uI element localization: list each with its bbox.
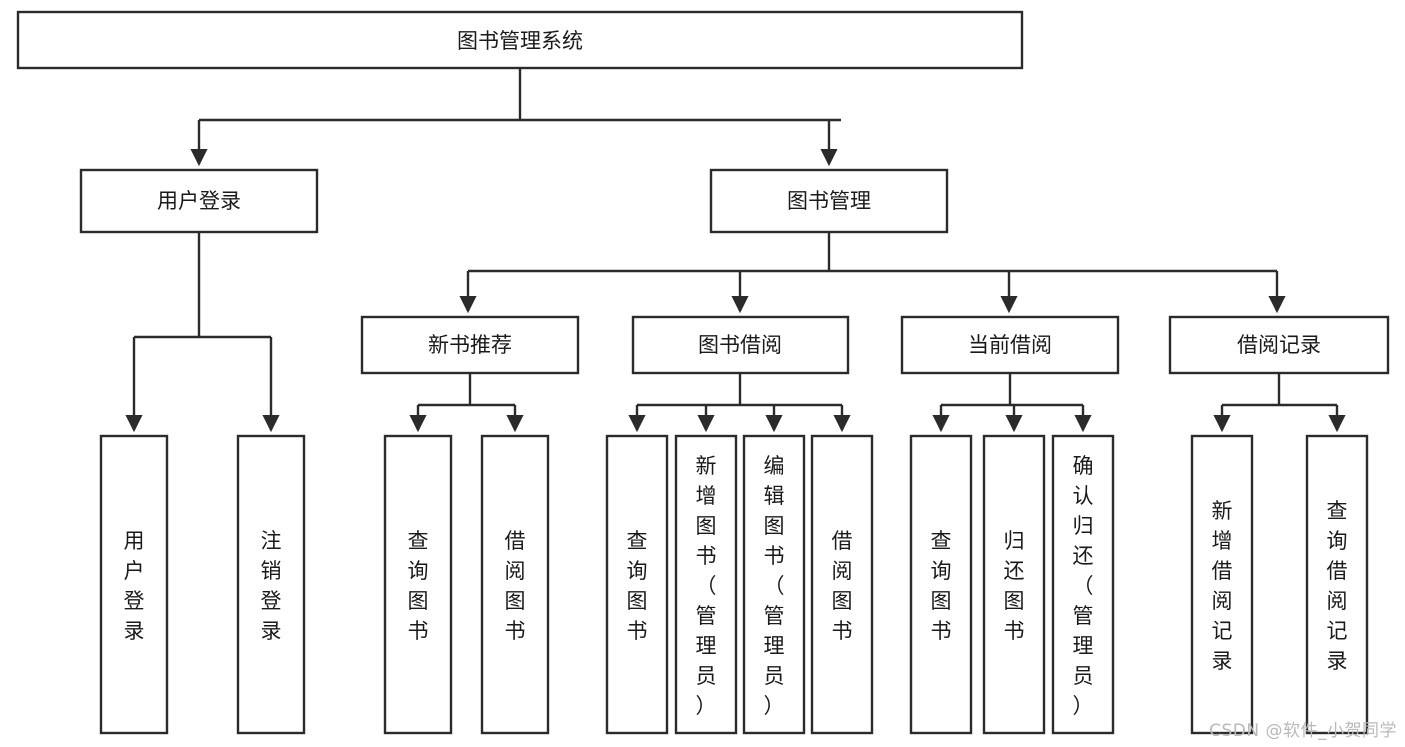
node-book-manage-box[interactable] [709,168,949,234]
leaf-query-record-label: 查询借阅记录 [1327,499,1348,673]
node-new-book-recommend-label: 新书推荐 [428,333,512,357]
node-borrow-record[interactable]: 借阅记录 [1168,315,1390,375]
node-current-borrow[interactable]: 当前借阅 [900,315,1120,375]
leaf-borrow-book-rec-label: 借阅图书 [505,529,526,643]
node-user-login-box[interactable] [79,168,319,234]
leaf-add-record-label: 新增借阅记录 [1212,499,1233,673]
leaf-return-book-label: 归还图书 [1004,529,1025,643]
node-book-borrow-label: 图书借阅 [698,333,782,357]
leaf-logout[interactable]: 注销登录 [236,434,306,735]
leaf-add-book[interactable]: 新增图书（管理员） [674,434,738,735]
leaf-query-record-box[interactable] [1305,434,1369,735]
leaf-confirm-return-label: 确认归还（管理员） [1073,454,1094,718]
leaf-query-book-rec-label: 查询图书 [408,529,429,643]
node-current-borrow-label: 当前借阅 [968,333,1052,357]
connectors-layer [125,68,1346,433]
leaf-user-login-label: 用户登录 [124,529,145,643]
node-user-login[interactable]: 用户登录 [79,168,319,234]
node-new-book-recommend-box[interactable] [360,315,580,375]
leaf-query-book-rec-box[interactable] [383,434,453,735]
node-current-borrow-box[interactable] [900,315,1120,375]
node-user-login-label: 用户登录 [157,189,241,213]
leaf-borrow-book-box[interactable] [810,434,874,735]
leaf-edit-book[interactable]: 编辑图书（管理员） [742,434,806,735]
leaf-query-book-borrow[interactable]: 查询图书 [605,434,669,735]
leaf-query-book-rec[interactable]: 查询图书 [383,434,453,735]
leaf-edit-book-box[interactable] [742,434,806,735]
node-book-borrow[interactable]: 图书借阅 [631,315,850,375]
leaf-query-book-cur-box[interactable] [909,434,973,735]
leaf-query-record[interactable]: 查询借阅记录 [1305,434,1369,735]
leaf-confirm-return-box[interactable] [1051,434,1115,735]
node-root[interactable]: 图书管理系统 [16,10,1024,70]
leaf-return-book-box[interactable] [982,434,1046,735]
leaf-nodes-layer: 用户登录 注销登录 查询图书 借阅图书 查询图书 新增图书（管理员） 编辑图书（管理员） 借阅… [99,434,1369,735]
leaf-query-book-borrow-box[interactable] [605,434,669,735]
leaf-query-book-cur-label: 查询图书 [931,529,952,643]
node-book-borrow-box[interactable] [631,315,850,375]
leaf-query-book-borrow-label: 查询图书 [627,529,648,643]
leaf-logout-label: 注销登录 [261,529,282,643]
node-book-manage[interactable]: 图书管理 [709,168,949,234]
leaf-add-book-label: 新增图书（管理员） [696,454,717,718]
node-book-manage-label: 图书管理 [787,189,871,213]
node-new-book-recommend[interactable]: 新书推荐 [360,315,580,375]
node-borrow-record-label: 借阅记录 [1237,333,1321,357]
leaf-borrow-book-rec[interactable]: 借阅图书 [480,434,550,735]
leaf-return-book[interactable]: 归还图书 [982,434,1046,735]
leaf-add-record-box[interactable] [1190,434,1254,735]
leaf-query-book-cur[interactable]: 查询图书 [909,434,973,735]
node-borrow-record-box[interactable] [1168,315,1390,375]
leaf-logout-box[interactable] [236,434,306,735]
leaf-add-book-box[interactable] [674,434,738,735]
leaf-add-record[interactable]: 新增借阅记录 [1190,434,1254,735]
leaf-user-login[interactable]: 用户登录 [99,434,169,735]
leaf-confirm-return[interactable]: 确认归还（管理员） [1051,434,1115,735]
leaf-borrow-book-rec-box[interactable] [480,434,550,735]
leaf-borrow-book-label: 借阅图书 [832,529,853,643]
leaf-borrow-book[interactable]: 借阅图书 [810,434,874,735]
node-root-box[interactable] [16,10,1024,70]
leaf-user-login-box[interactable] [99,434,169,735]
node-root-label: 图书管理系统 [457,29,583,53]
leaf-edit-book-label: 编辑图书（管理员） [764,454,785,718]
